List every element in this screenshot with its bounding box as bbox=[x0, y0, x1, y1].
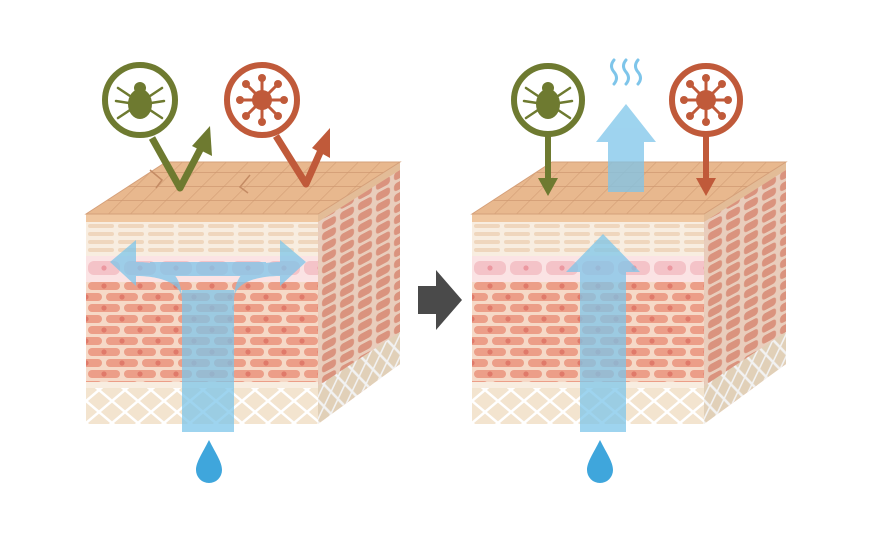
mite-reflect-arrow bbox=[148, 126, 212, 192]
transition-arrow-icon bbox=[418, 270, 462, 330]
mite-icon bbox=[511, 63, 585, 137]
healthy-skin-panel bbox=[471, 58, 787, 483]
mite-icon bbox=[102, 62, 178, 138]
mite-blocked-arrow bbox=[538, 136, 558, 196]
germ-blocked-arrow bbox=[696, 136, 716, 196]
germ-icon bbox=[224, 62, 300, 138]
evaporation-arrow bbox=[596, 104, 656, 192]
moisture-loss-arrow bbox=[110, 240, 306, 432]
water-drop-icon bbox=[587, 440, 613, 483]
germ-icon bbox=[669, 63, 743, 137]
germ-reflect-arrow bbox=[273, 128, 330, 188]
surface-cracks bbox=[149, 169, 251, 194]
damaged-skin-panel bbox=[85, 62, 401, 483]
skin-block-left bbox=[85, 161, 401, 425]
moisture-retain-arrow bbox=[566, 234, 640, 432]
water-drop-icon bbox=[196, 440, 222, 483]
skin-block-right bbox=[471, 161, 787, 425]
evaporation-waves-icon bbox=[610, 58, 642, 86]
